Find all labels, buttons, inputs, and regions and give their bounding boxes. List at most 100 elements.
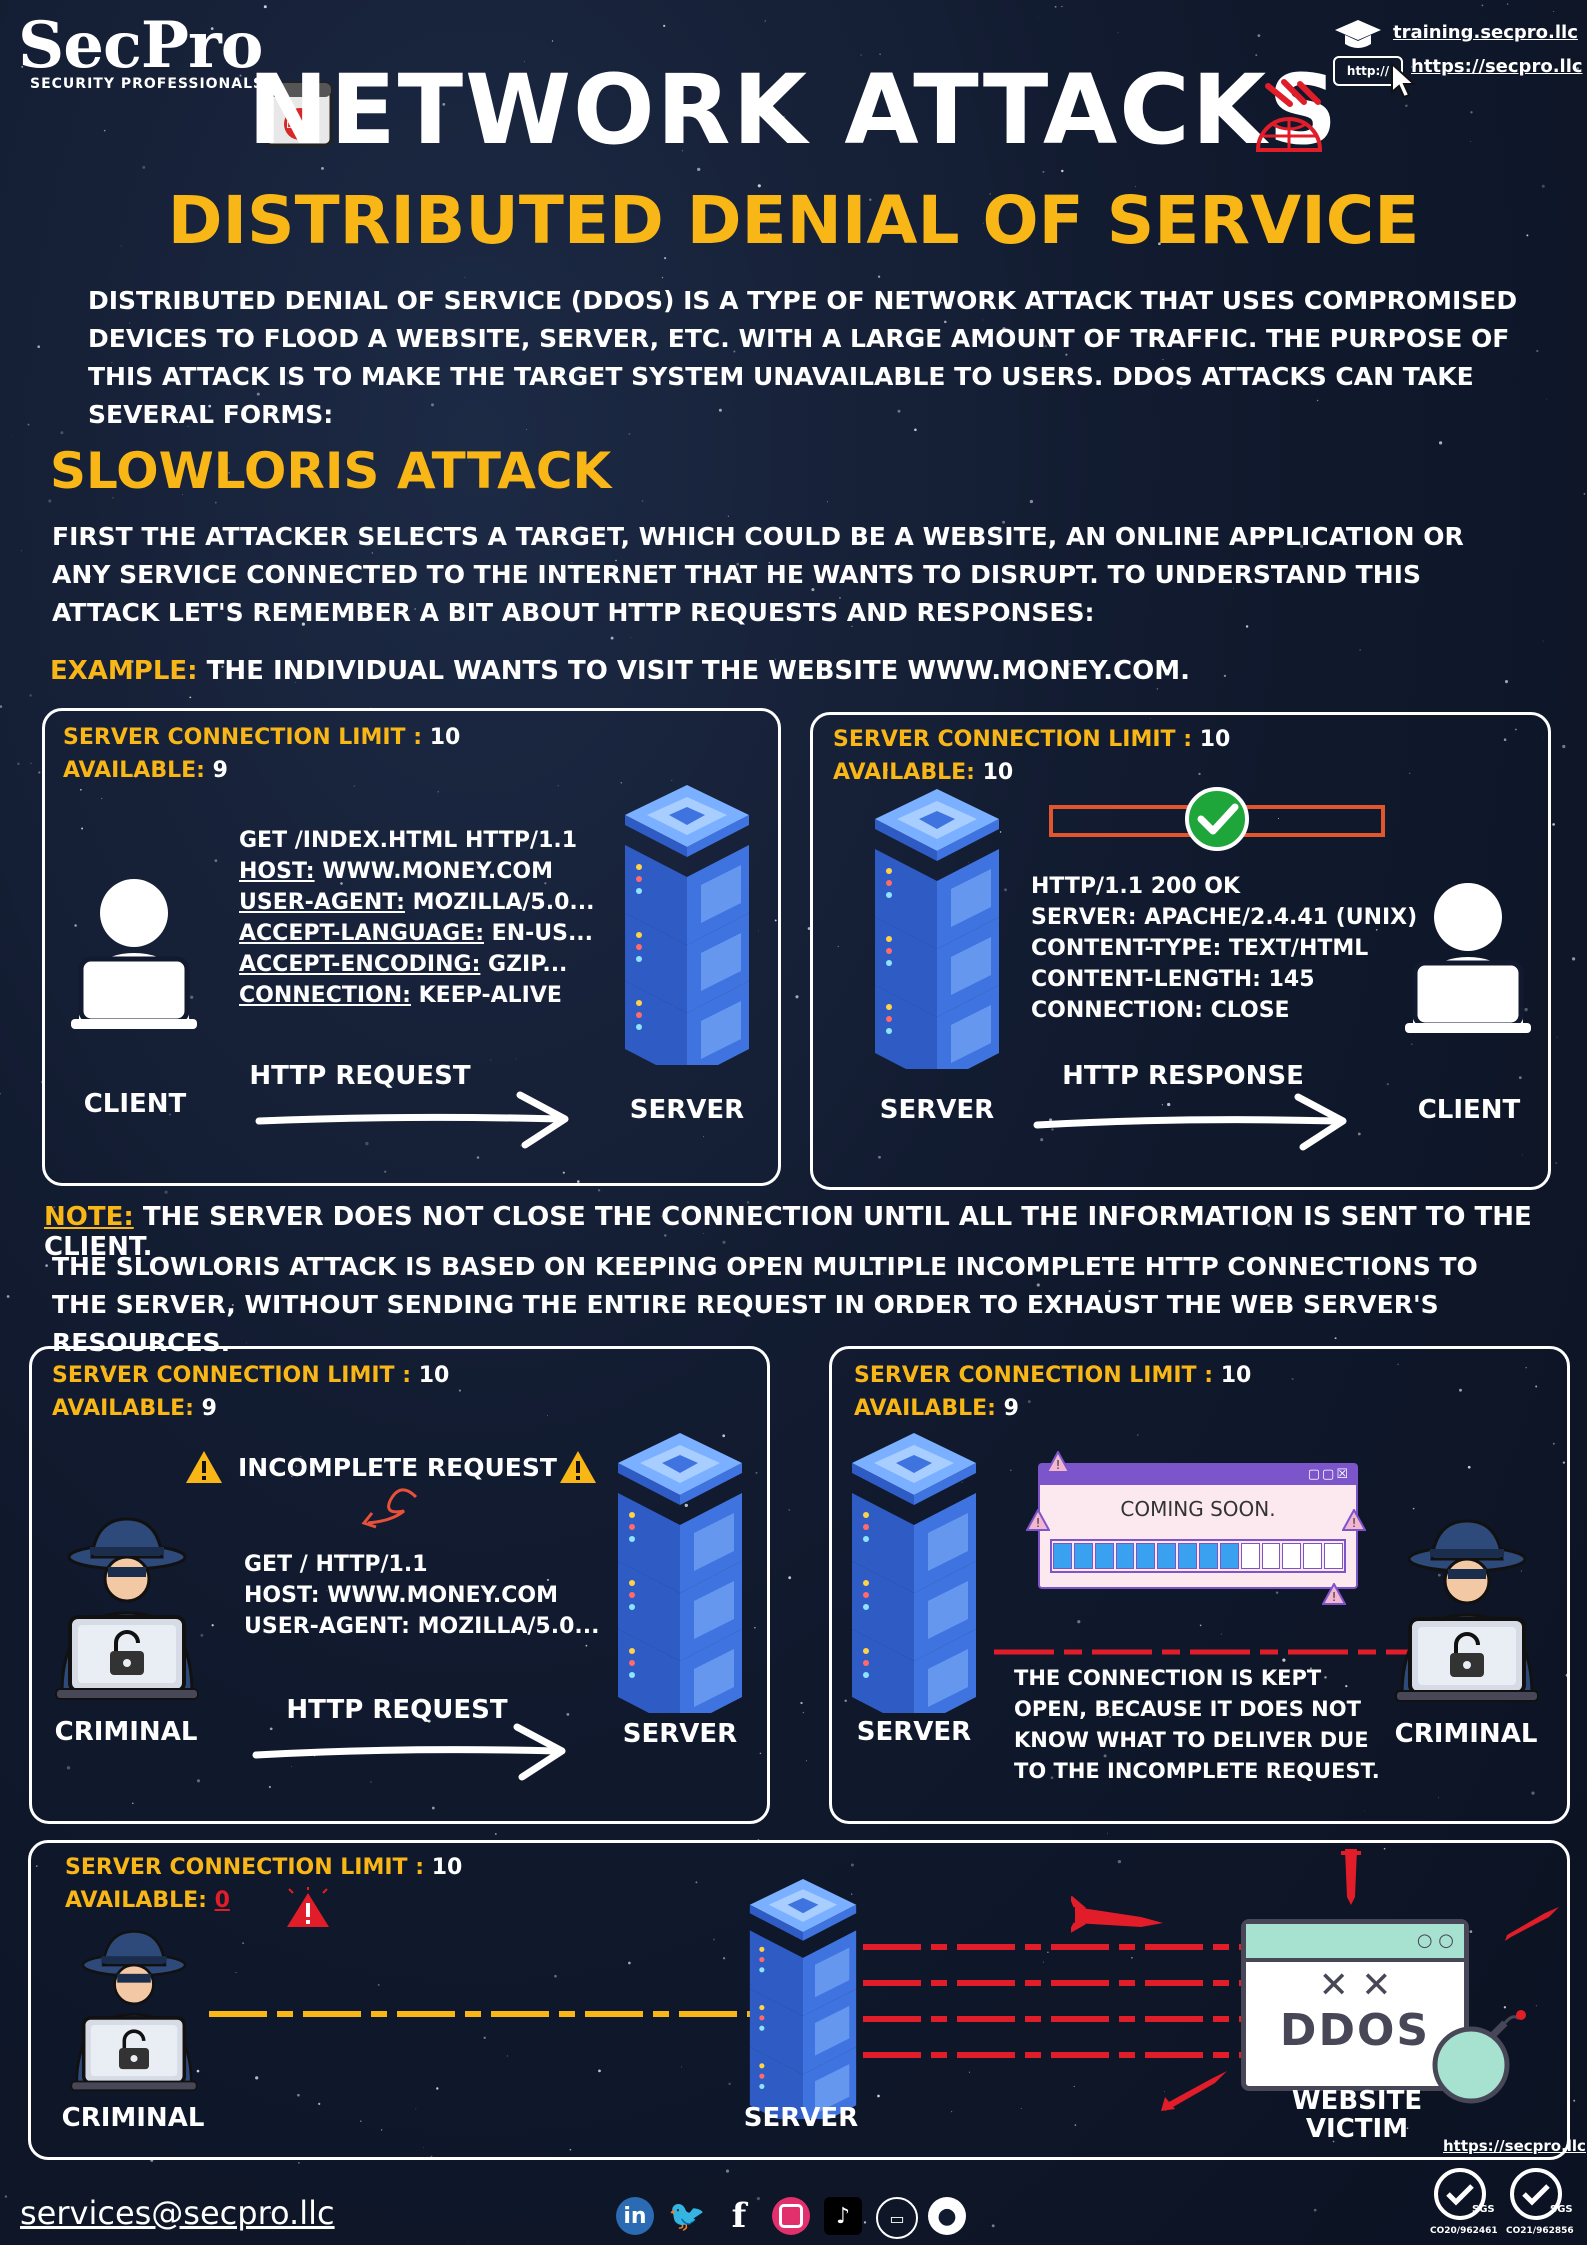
http-response-headers: HTTP/1.1 200 OK SERVER: APACHE/2.4.41 (U… bbox=[1031, 871, 1417, 1026]
response-line: CONTENT-TYPE: TEXT/HTML bbox=[1031, 936, 1369, 961]
dead-face-icon: ✕ ✕ bbox=[1318, 1965, 1392, 2006]
limit-value: 10 bbox=[431, 1855, 463, 1880]
sgs-badge-icon bbox=[1434, 2168, 1486, 2220]
request-line: USER-AGENT: MOZILLA/5.0... bbox=[244, 1614, 600, 1639]
available-value: 9 bbox=[212, 758, 228, 783]
progress-segment bbox=[1073, 1543, 1093, 1569]
http-request-headers: GET /INDEX.HTML HTTP/1.1 HOST: WWW.MONEY… bbox=[239, 825, 594, 1011]
panel-http-response: SERVER CONNECTION LIMIT : 10 AVAILABLE: … bbox=[810, 712, 1551, 1190]
response-line: CONTENT-LENGTH: 145 bbox=[1031, 967, 1315, 992]
request-line: ACCEPT-ENCODING: GZIP... bbox=[239, 952, 568, 977]
progress-segment bbox=[1094, 1543, 1114, 1569]
section-paragraph: FIRST THE ATTACKER SELECTS A TARGET, WHI… bbox=[52, 522, 1464, 627]
slowloris-explanation: THE SLOWLORIS ATTACK IS BASED ON KEEPING… bbox=[52, 1252, 1478, 1357]
page-title: NETWORK ATTACKS bbox=[247, 54, 1340, 166]
server-rack-icon bbox=[875, 789, 999, 1069]
criminal-hacker-icon bbox=[55, 1517, 199, 1700]
facebook-icon[interactable]: f bbox=[731, 2196, 747, 2236]
note-key: NOTE: bbox=[44, 1202, 134, 1232]
sgs-label: SGS bbox=[1472, 2204, 1495, 2215]
request-line: USER-AGENT: MOZILLA/5.0... bbox=[239, 890, 595, 915]
server-rack-icon bbox=[625, 785, 749, 1065]
server-rack-icon bbox=[749, 1879, 857, 2119]
loading-window: ▢▢☒ COMING SOON. bbox=[1038, 1463, 1358, 1589]
alert-triangle-icon: ! bbox=[1322, 1583, 1346, 1605]
server-label: SERVER bbox=[743, 2103, 859, 2133]
progress-segment bbox=[1199, 1543, 1218, 1569]
request-line: HOST: WWW.MONEY.COM bbox=[244, 1583, 559, 1608]
note-text: THE SERVER DOES NOT CLOSE THE CONNECTION… bbox=[44, 1202, 1532, 1262]
sgs-label: SGS bbox=[1550, 2204, 1573, 2215]
svg-text:DDoS: DDoS bbox=[286, 120, 314, 131]
available-value: 9 bbox=[201, 1396, 217, 1421]
note-line: NOTE: THE SERVER DOES NOT CLOSE THE CONN… bbox=[44, 1202, 1587, 1262]
criminal-label: CRIMINAL bbox=[61, 2103, 205, 2133]
server-rack-icon bbox=[618, 1433, 742, 1713]
window-controls-icon: ○ ○ bbox=[1416, 1930, 1454, 1951]
window-controls-icon: ▢▢☒ bbox=[1307, 1467, 1350, 1482]
example-line: EXAMPLE: THE INDIVIDUAL WANTS TO VISIT T… bbox=[50, 656, 1190, 686]
panel-ddos-exhausted: SERVER CONNECTION LIMIT : 10 AVAILABLE: … bbox=[28, 1840, 1586, 2160]
missile-icon bbox=[1161, 2071, 1227, 2111]
graduation-cap-icon bbox=[1335, 20, 1381, 48]
available-value: 10 bbox=[982, 760, 1014, 785]
criminal-hacker-icon bbox=[1395, 1519, 1539, 1702]
server-label: SERVER bbox=[879, 1095, 995, 1125]
victim-website-window: ○ ○ ✕ ✕ DDOS bbox=[1241, 1919, 1469, 2091]
tiktok-icon[interactable]: ♪ bbox=[824, 2197, 862, 2235]
http-response-label: HTTP RESPONSE bbox=[1062, 1061, 1304, 1091]
incomplete-request-label: INCOMPLETE REQUEST bbox=[238, 1453, 557, 1482]
progress-segment bbox=[1324, 1543, 1344, 1569]
request-line: ACCEPT-LANGUAGE: EN-US... bbox=[239, 921, 594, 946]
client-label: CLIENT bbox=[83, 1089, 187, 1119]
example-key: EXAMPLE: bbox=[50, 656, 198, 686]
linkedin-icon[interactable]: in bbox=[616, 2197, 654, 2235]
request-line: CONNECTION: KEEP-ALIVE bbox=[239, 983, 562, 1008]
connection-limit: SERVER CONNECTION LIMIT : 10 AVAILABLE: … bbox=[833, 727, 1231, 785]
attack-connection-line bbox=[209, 2011, 779, 2017]
panel-connection-kept-open: SERVER CONNECTION LIMIT : 10 AVAILABLE: … bbox=[829, 1346, 1570, 1824]
limit-value: 10 bbox=[1220, 1363, 1252, 1388]
response-line: HTTP/1.1 200 OK bbox=[1031, 874, 1241, 899]
cursor-icon bbox=[1391, 62, 1417, 99]
server-rack-icon bbox=[852, 1433, 976, 1713]
twitter-icon[interactable]: 🐦 bbox=[668, 2198, 706, 2234]
arrow-right-icon bbox=[255, 1091, 569, 1149]
http-request-label: HTTP REQUEST bbox=[286, 1695, 508, 1725]
certificate-number: CO20/962461 bbox=[1430, 2226, 1498, 2236]
request-line: GET / HTTP/1.1 bbox=[244, 1552, 428, 1577]
github-icon[interactable]: ● bbox=[928, 2197, 966, 2235]
criminal-hacker-icon bbox=[70, 1930, 198, 2092]
footer-site-link[interactable]: https://secpro.llc bbox=[1443, 2137, 1586, 2155]
progress-segment bbox=[1178, 1543, 1198, 1569]
twitch-icon[interactable]: ▭ bbox=[876, 2197, 918, 2239]
warning-icon bbox=[186, 1451, 222, 1483]
arrow-right-icon bbox=[252, 1723, 566, 1781]
connection-limit: SERVER CONNECTION LIMIT : 10 AVAILABLE: … bbox=[854, 1363, 1252, 1421]
progress-segment bbox=[1115, 1543, 1135, 1569]
sgs-badge-icon bbox=[1510, 2168, 1562, 2220]
instagram-icon[interactable] bbox=[772, 2197, 810, 2235]
svg-text:!: ! bbox=[1332, 1590, 1337, 1604]
coming-soon-text: COMING SOON. bbox=[1120, 1497, 1276, 1521]
training-link[interactable]: training.secpro.llc bbox=[1393, 22, 1578, 43]
victim-label: WEBSITE VICTIM bbox=[1291, 2086, 1423, 2144]
page-subtitle: DISTRIBUTED DENIAL OF SERVICE bbox=[167, 182, 1420, 259]
svg-text:!: ! bbox=[1036, 1516, 1041, 1530]
response-line: SERVER: APACHE/2.4.41 (UNIX) bbox=[1031, 905, 1418, 930]
connection-limit: SERVER CONNECTION LIMIT : 10 AVAILABLE: … bbox=[63, 725, 461, 783]
missile-icon bbox=[1505, 1907, 1559, 1941]
section-heading: SLOWLORIS ATTACK bbox=[50, 442, 612, 500]
alert-triangle-icon: ! bbox=[1046, 1451, 1070, 1473]
contact-email-link[interactable]: services@secpro.llc bbox=[20, 2194, 335, 2232]
connection-limit: SERVER CONNECTION LIMIT : 10 AVAILABLE: … bbox=[65, 1855, 463, 1913]
missile-icon bbox=[1341, 1849, 1361, 1905]
brand-logo: SecPro bbox=[18, 8, 263, 83]
criminal-label: CRIMINAL bbox=[1394, 1719, 1538, 1749]
connection-limit: SERVER CONNECTION LIMIT : 10 AVAILABLE: … bbox=[52, 1363, 450, 1421]
browser-url-icon: http:// bbox=[1333, 56, 1403, 86]
ddos-text: DDOS bbox=[1279, 2005, 1431, 2056]
site-link[interactable]: https://secpro.llc bbox=[1411, 56, 1583, 77]
danger-alert-icon bbox=[287, 1887, 329, 1927]
bomb-icon bbox=[1432, 2010, 1526, 2104]
